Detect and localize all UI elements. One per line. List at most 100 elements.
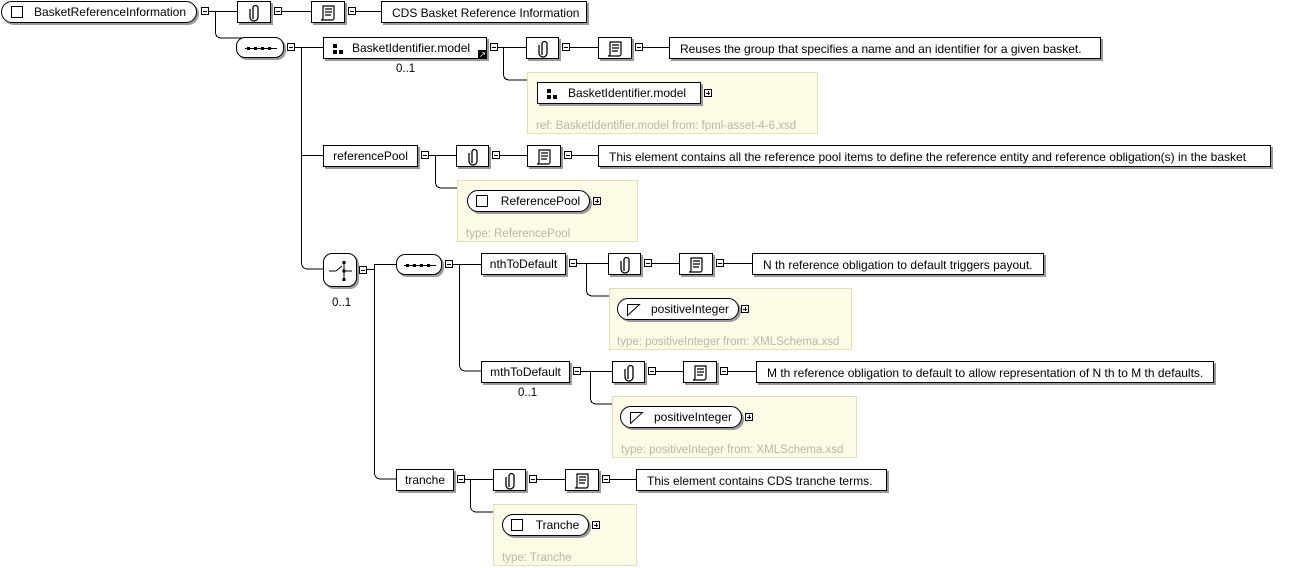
root-element-label: BasketReferenceInformation (33, 5, 187, 19)
collapse-toggle[interactable] (564, 151, 572, 159)
collapse-toggle[interactable] (635, 43, 643, 51)
type-label: Tranche (535, 518, 580, 532)
mthToDefault-doc-text: M th reference obligation to default to … (767, 366, 1204, 380)
documentation-box[interactable] (527, 145, 561, 167)
documentation-text: This element contains all the reference … (598, 145, 1271, 167)
type-box-Tranche[interactable]: Tranche (502, 514, 589, 536)
collapse-toggle[interactable] (359, 266, 367, 274)
annotation-box[interactable] (237, 1, 271, 23)
collapse-toggle[interactable] (716, 259, 724, 267)
collapse-toggle[interactable] (421, 151, 429, 159)
ref-note: ref: BasketIdentifier.model from: fpml-a… (536, 120, 797, 132)
expand-toggle[interactable] (593, 197, 601, 205)
paperclip-icon (620, 256, 630, 274)
element-label: referencePool (333, 149, 408, 163)
type-label: positiveInteger (653, 410, 733, 424)
expand-toggle[interactable] (741, 305, 749, 313)
documentation-box[interactable] (311, 1, 345, 23)
collapse-toggle[interactable] (457, 475, 465, 483)
type-note: type: positiveInteger from: XMLSchema.xs… (617, 336, 840, 348)
document-scroll-icon (536, 149, 551, 165)
documentation-box[interactable] (598, 37, 632, 59)
documentation-text: N th reference obligation to default tri… (752, 253, 1044, 275)
element-box-nthToDefault[interactable]: nthToDefault (481, 253, 566, 275)
element-box-referencePool[interactable]: referencePool (323, 145, 418, 167)
type-note: type: positiveInteger from: XMLSchema.xs… (621, 444, 844, 456)
occurrence-label: 0..1 (396, 63, 416, 75)
occurrence-label: 0..1 (332, 297, 352, 309)
documentation-text: CDS Basket Reference Information (381, 1, 587, 23)
expand-toggle[interactable] (704, 89, 712, 97)
collapse-toggle[interactable] (490, 43, 498, 51)
nthToDefault-doc-text: N th reference obligation to default tri… (763, 258, 1033, 272)
paperclip-icon (468, 148, 478, 166)
collapse-toggle[interactable] (720, 367, 728, 375)
collapse-toggle[interactable] (644, 259, 652, 267)
documentation-box[interactable] (679, 253, 713, 275)
element-box-mthToDefault[interactable]: mthToDefault (481, 361, 570, 383)
group-icon (333, 44, 343, 54)
group-ref-target-label: BasketIdentifier.model (568, 86, 687, 100)
element-icon (11, 6, 23, 18)
annotation-box[interactable] (493, 469, 526, 491)
collapse-toggle[interactable] (274, 7, 282, 15)
documentation-text: This element contains CDS tranche terms. (636, 469, 887, 491)
collapse-toggle[interactable] (602, 475, 610, 483)
collapse-toggle[interactable] (562, 43, 570, 51)
paperclip-icon (624, 364, 634, 382)
type-note: type: ReferencePool (466, 228, 571, 240)
sequence-compositor[interactable] (236, 37, 284, 58)
collapse-toggle[interactable] (569, 259, 577, 267)
type-label: ReferencePool (500, 194, 581, 208)
group-ref-box[interactable]: BasketIdentifier.model ↗ (323, 37, 487, 59)
type-box-ReferencePool[interactable]: ReferencePool (467, 190, 590, 212)
collapse-toggle[interactable] (348, 7, 356, 15)
documentation-text: Reuses the group that specifies a name a… (669, 37, 1101, 59)
group-ref-label: BasketIdentifier.model (352, 41, 471, 55)
root-doc-text: CDS Basket Reference Information (392, 6, 580, 20)
document-scroll-icon (607, 41, 622, 57)
collapse-toggle[interactable] (648, 367, 656, 375)
collapse-toggle[interactable] (529, 475, 537, 483)
group-ref-target-box[interactable]: BasketIdentifier.model (537, 82, 701, 104)
collapse-toggle[interactable] (287, 43, 295, 51)
sequence-compositor[interactable] (396, 254, 442, 275)
expand-toggle[interactable] (745, 413, 753, 421)
document-scroll-icon (574, 473, 589, 489)
document-scroll-icon (692, 365, 707, 381)
document-scroll-icon (688, 257, 703, 273)
sequence-icon (245, 47, 277, 50)
paperclip-icon (538, 40, 548, 58)
collapse-toggle[interactable] (445, 260, 453, 268)
type-box-positiveInteger[interactable]: positiveInteger (617, 298, 739, 320)
document-scroll-icon (320, 5, 335, 21)
documentation-text: M th reference obligation to default to … (756, 361, 1214, 383)
element-label: nthToDefault (489, 257, 558, 271)
collapse-toggle[interactable] (573, 367, 581, 375)
documentation-box[interactable] (565, 469, 599, 491)
complex-type-icon (511, 519, 523, 531)
simple-type-icon (630, 412, 644, 425)
collapse-toggle[interactable] (492, 151, 500, 159)
annotation-box[interactable] (608, 253, 641, 275)
basket-doc-text: Reuses the group that specifies a name a… (680, 42, 1082, 56)
type-label: positiveInteger (650, 302, 730, 316)
element-label: tranche (404, 473, 446, 487)
expand-toggle[interactable] (592, 521, 600, 529)
documentation-box[interactable] (683, 361, 717, 383)
element-label: mthToDefault (490, 365, 561, 379)
annotation-box[interactable] (612, 361, 645, 383)
tranche-doc-text: This element contains CDS tranche terms. (647, 474, 873, 488)
annotation-box[interactable] (456, 145, 489, 167)
root-element-box[interactable]: BasketReferenceInformation (1, 1, 197, 23)
occurrence-label: 0..1 (518, 387, 538, 399)
annotation-box[interactable] (526, 37, 559, 59)
element-box-tranche[interactable]: tranche (396, 469, 454, 491)
type-note: type: Tranche (502, 552, 572, 564)
collapse-toggle[interactable] (201, 7, 209, 15)
type-box-positiveInteger[interactable]: positiveInteger (620, 406, 742, 428)
choice-compositor[interactable] (323, 253, 357, 287)
choice-icon (329, 261, 352, 281)
complex-type-icon (476, 195, 488, 207)
